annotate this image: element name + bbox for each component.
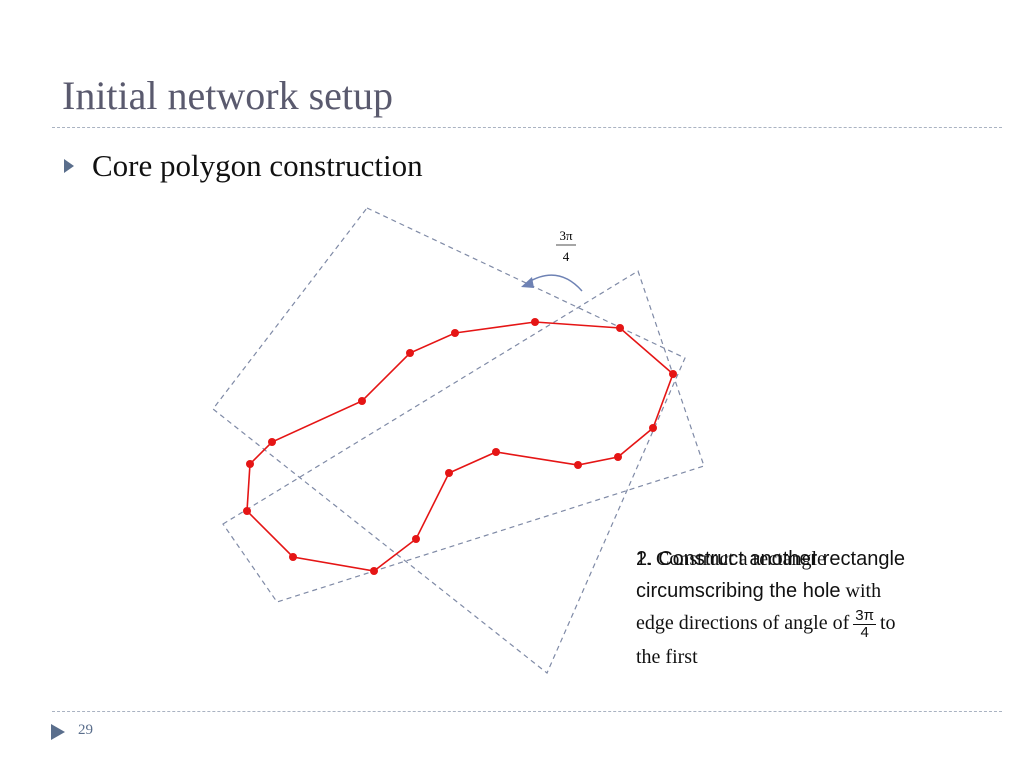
polygon-vertex-17	[406, 349, 414, 357]
footer-triangle-icon	[51, 724, 65, 740]
angle-arrowhead	[521, 277, 534, 288]
footer-divider	[52, 711, 1002, 712]
circumscribing-rectangle-1	[212, 207, 686, 674]
polygon-vertex-9	[445, 469, 453, 477]
callout-text: 1. Construct a rectangle 2. Construct an…	[636, 543, 976, 673]
polygon-vertex-7	[574, 461, 582, 469]
polygon-vertex-8	[492, 448, 500, 456]
edge-directions-text: edge directions of angle of	[636, 612, 850, 634]
page-number: 29	[78, 722, 93, 738]
slide-title: Initial network setup	[62, 73, 394, 118]
core-polygon	[246, 321, 674, 572]
fraction-denominator: 4	[860, 623, 869, 641]
polygon-vertex-3	[616, 324, 624, 332]
polygon-vertex-15	[268, 438, 276, 446]
polygon-vertex-16	[358, 397, 366, 405]
the-first-text: the first	[636, 645, 698, 668]
circumscribing-text: circumscribing the hole	[636, 580, 841, 602]
with-text: with	[845, 580, 882, 602]
to-text: to	[879, 612, 896, 634]
step-2-text: 2. Construct another rectangle	[636, 548, 906, 570]
polygon-vertex-5	[649, 424, 657, 432]
polygon-vertex-4	[669, 370, 677, 378]
fraction-numerator: 3π	[853, 606, 876, 625]
bullet-text: Core polygon construction	[92, 148, 423, 183]
polygon-vertex-12	[289, 553, 297, 561]
polygon-vertex-1	[451, 329, 459, 337]
circumscribing-rectangle-2	[222, 270, 705, 603]
polygon-vertex-13	[243, 507, 251, 515]
title-divider	[52, 127, 1002, 128]
polygon-vertex-10	[412, 535, 420, 543]
polygon-vertex-2	[531, 318, 539, 326]
angle-arrow	[526, 274, 583, 292]
polygon-vertex-6	[614, 453, 622, 461]
angle-label-denominator: 4	[563, 249, 570, 264]
angle-label-numerator: 3π	[559, 228, 573, 243]
polygon-vertex-11	[370, 567, 378, 575]
step-1-text: 1. Construct a rectangle	[636, 548, 826, 570]
overlapping-step-text: 1. Construct a rectangle 2. Construct an…	[636, 543, 905, 575]
polygon-vertices	[243, 318, 677, 575]
triangle-bullet-icon	[64, 159, 74, 173]
polygon-vertex-14	[246, 460, 254, 468]
bullet-item: Core polygon construction	[62, 148, 423, 184]
